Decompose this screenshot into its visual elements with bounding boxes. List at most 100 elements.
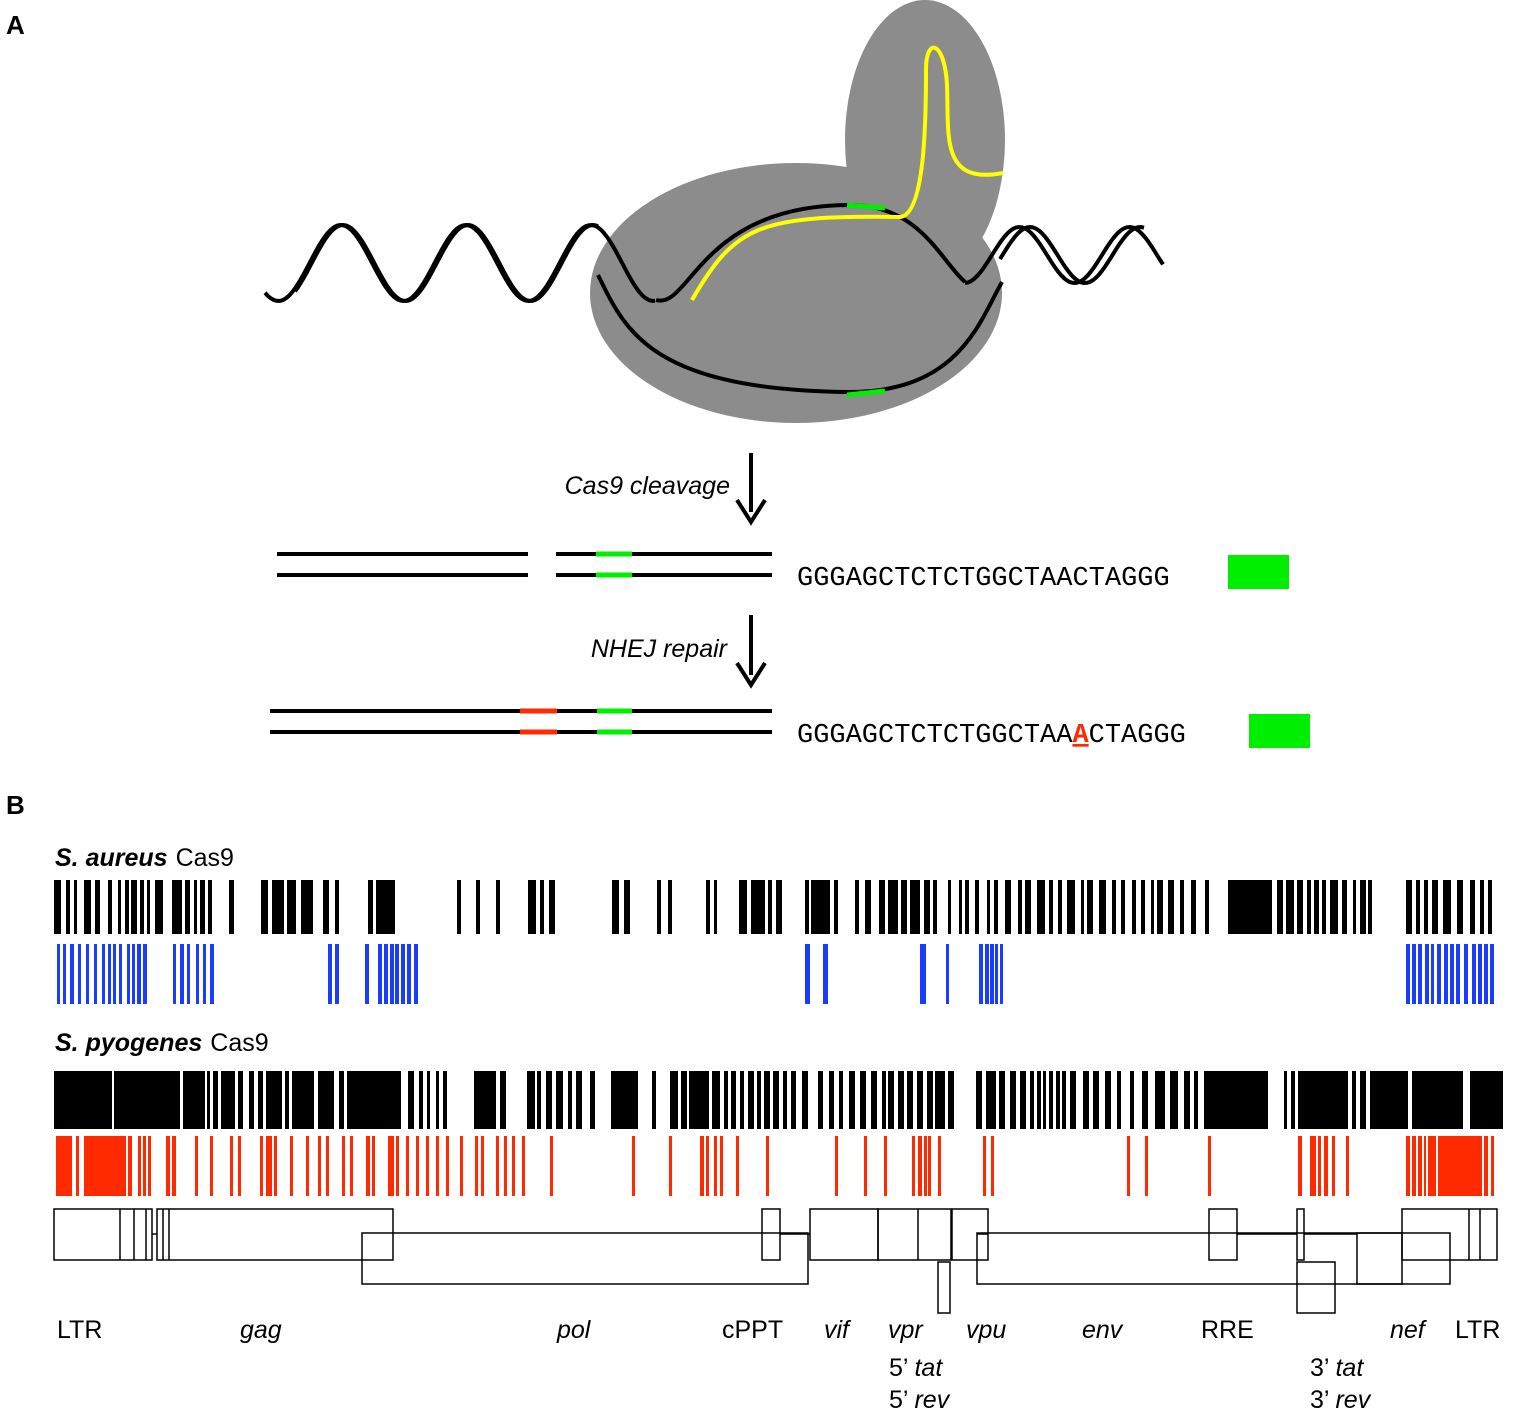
pyogenes-conserved-28 [426, 1136, 429, 1196]
aureus-site-57 [975, 880, 979, 934]
aureus-site-78 [1191, 880, 1196, 934]
pyogenes-site-53 [898, 1071, 904, 1129]
pol-box [361, 1232, 809, 1285]
pyogenes-site-71 [1083, 1071, 1089, 1129]
aureus-site-27 [476, 880, 480, 934]
pyogenes-conserved-63 [1324, 1136, 1328, 1196]
aureus-site-30 [540, 880, 544, 934]
rre-box [1208, 1208, 1238, 1261]
aureus-site-91 [1368, 880, 1372, 934]
aureus-site-17 [229, 880, 234, 934]
label-vpu: vpu [966, 1316, 1006, 1344]
pyogenes-site-50 [871, 1071, 877, 1129]
seq1-pam-highlight [1228, 555, 1289, 589]
pyogenes-site-85 [1352, 1071, 1356, 1129]
pyogenes-site-31 [670, 1071, 678, 1129]
label-rev-3: 3’ rev [1310, 1386, 1372, 1413]
aureus-site-47 [865, 880, 871, 934]
pyogenes-conserved-21 [350, 1136, 353, 1196]
aureus-conserved-45 [1444, 944, 1448, 1004]
aureus-site-10 [147, 880, 150, 934]
pyogenes-conserved-1 [76, 1136, 79, 1196]
pyogenes-conserved-39 [632, 1136, 635, 1196]
aureus-site-54 [948, 880, 951, 934]
aureus-site-90 [1360, 880, 1366, 934]
pyogenes-site-20 [474, 1071, 496, 1129]
pyogenes-site-64 [1030, 1071, 1034, 1129]
aureus-conserved-43 [1431, 944, 1434, 1004]
pyogenes-site-29 [611, 1071, 638, 1129]
aureus-conserved-47 [1456, 944, 1460, 1004]
pyogenes-site-34 [712, 1071, 720, 1129]
pyogenes-conserved-44 [720, 1136, 723, 1196]
aureus-site-74 [1151, 880, 1154, 934]
label-ltr-5: LTR [57, 1316, 102, 1344]
pyogenes-site-86 [1360, 1071, 1366, 1129]
aureus-site-87 [1330, 880, 1338, 934]
aureus-site-31 [549, 880, 555, 934]
pyogenes-conserved-17 [306, 1136, 309, 1196]
pyogenes-site-78 [1170, 1071, 1178, 1129]
pyogenes-site-11 [292, 1071, 314, 1129]
aureus-site-93 [1416, 880, 1420, 934]
aureus-conserved-29 [414, 944, 418, 1004]
pyogenes-conserved-56 [991, 1136, 994, 1196]
pyogenes-site-35 [724, 1071, 728, 1129]
pyogenes-site-36 [731, 1071, 736, 1129]
pyogenes-conserved-20 [342, 1136, 345, 1196]
aureus-site-69 [1099, 880, 1106, 934]
label-nef: nef [1390, 1316, 1428, 1344]
aureus-conserved-49 [1472, 944, 1476, 1004]
pyogenes-site-58 [948, 1071, 954, 1129]
env-box [976, 1232, 1451, 1285]
pyogenes-site-8 [258, 1071, 263, 1129]
pyogenes-site-41 [773, 1071, 779, 1129]
aureus-site-43 [811, 880, 817, 934]
aureus-site-21 [301, 880, 313, 934]
tat-rev-5-exon-box [937, 1261, 951, 1314]
aureus-site-67 [1081, 880, 1084, 934]
aureus-conserved-4 [86, 944, 89, 1004]
pyogenes-site-83 [1291, 1071, 1295, 1129]
seq1: GGGAGCTCTCTGGCTAACTAGGG [797, 564, 1170, 594]
pyogenes-site-4 [213, 1071, 218, 1129]
pyogenes-conserved-9 [195, 1136, 198, 1196]
aureus-site-35 [668, 880, 672, 934]
pyogenes-site-44 [802, 1071, 808, 1129]
pyogenes-conserved-70 [1428, 1136, 1436, 1196]
pyogenes-conserved-16 [290, 1136, 293, 1196]
pyogenes-conserved-22 [366, 1136, 370, 1196]
aureus-target-sites [54, 880, 1492, 934]
pyogenes-conserved-40 [669, 1136, 672, 1196]
pyogenes-target-sites [54, 1071, 1503, 1129]
cleaved-dna [277, 552, 772, 577]
pyogenes-site-10 [285, 1071, 289, 1129]
label-pol: pol [556, 1316, 592, 1344]
aureus-site-70 [1112, 880, 1116, 934]
seq2-pam-highlight [1249, 714, 1310, 748]
pyogenes-site-23 [537, 1071, 541, 1129]
aureus-site-0 [54, 880, 61, 934]
pyogenes-site-75 [1130, 1071, 1134, 1129]
pyogenes-conserved-8 [172, 1136, 176, 1196]
aureus-site-15 [200, 880, 205, 934]
label-gag: gag [240, 1316, 282, 1344]
aureus-site-23 [335, 880, 339, 934]
pyogenes-site-61 [999, 1071, 1005, 1129]
pyogenes-site-79 [1184, 1071, 1190, 1129]
aureus-site-33 [624, 880, 630, 934]
pyogenes-conserved-6 [148, 1136, 151, 1196]
dna-unwound-top-strand [655, 202, 967, 303]
aureus-site-98 [1470, 880, 1475, 934]
aureus-conserved-41 [1418, 944, 1422, 1004]
pyogenes-site-88 [1412, 1071, 1463, 1129]
aureus-conserved-18 [203, 944, 206, 1004]
pyogenes-site-77 [1155, 1071, 1165, 1129]
cleavage-label: Cas9 cleavage [565, 472, 730, 500]
aureus-conserved-9 [119, 944, 122, 1004]
aureus-conserved-48 [1464, 944, 1468, 1004]
pyogenes-site-87 [1370, 1071, 1408, 1129]
genome-map [53, 1208, 1498, 1314]
